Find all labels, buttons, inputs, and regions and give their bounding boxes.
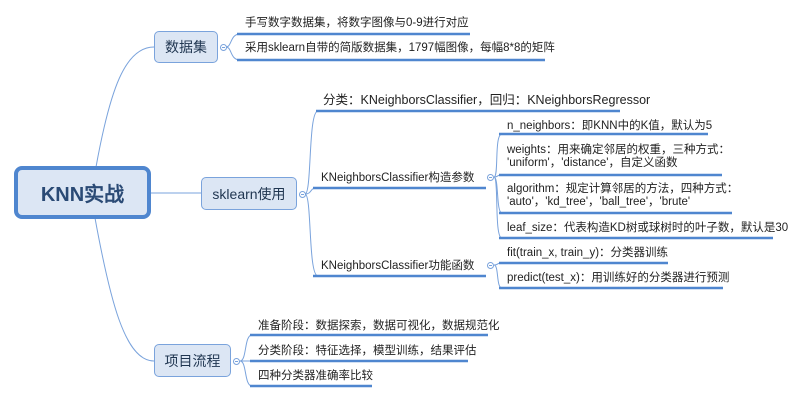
collapse-icon[interactable] <box>220 44 227 51</box>
collapse-icon[interactable] <box>487 174 494 181</box>
node-sklearn[interactable]: sklearn使用 <box>201 177 297 210</box>
leaf-process-3[interactable]: 四种分类器准确率比较 <box>258 370 373 382</box>
leaf-algorithm[interactable]: algorithm：规定计算邻居的方法，四种方式： <box>507 183 739 195</box>
collapse-icon[interactable] <box>299 191 306 198</box>
leaf-dataset-2[interactable]: 采用sklearn自带的简版数据集，1797幅图像，每幅8*8的矩阵 <box>245 42 555 54</box>
leaf-leaf-size[interactable]: leaf_size：代表构造KD树或球树时的叶子数，默认是30 <box>507 222 788 234</box>
leaf-process-2[interactable]: 分类阶段：特征选择，模型训练，结果评估 <box>258 345 477 357</box>
leaf-weights-2: 'uniform'，'distance'，自定义函数 <box>507 157 678 169</box>
leaf-process-1[interactable]: 准备阶段：数据探索，数据可视化，数据规范化 <box>258 320 500 332</box>
root-node[interactable]: KNN实战 <box>14 166 151 219</box>
leaf-dataset-1[interactable]: 手写数字数据集，将数字图像与0-9进行对应 <box>245 17 469 29</box>
node-dataset[interactable]: 数据集 <box>154 31 218 63</box>
collapse-icon[interactable] <box>233 358 240 365</box>
leaf-n-neighbors[interactable]: n_neighbors：即KNN中的K值，默认为5 <box>507 120 713 132</box>
node-process[interactable]: 项目流程 <box>154 344 231 377</box>
leaf-algorithm-2: 'auto'，'kd_tree'，'ball_tree'，'brute' <box>507 196 691 208</box>
collapse-icon[interactable] <box>487 262 494 269</box>
leaf-weights[interactable]: weights：用来确定邻居的权重，三种方式： <box>507 144 730 156</box>
node-params[interactable]: KNeighborsClassifier构造参数 <box>321 172 475 184</box>
leaf-predict[interactable]: predict(test_x)：用训练好的分类器进行预测 <box>507 272 730 284</box>
node-funcs[interactable]: KNeighborsClassifier功能函数 <box>321 260 475 272</box>
leaf-fit[interactable]: fit(train_x, train_y)：分类器训练 <box>507 247 669 259</box>
leaf-classify[interactable]: 分类：KNeighborsClassifier，回归：KNeighborsReg… <box>323 93 651 107</box>
